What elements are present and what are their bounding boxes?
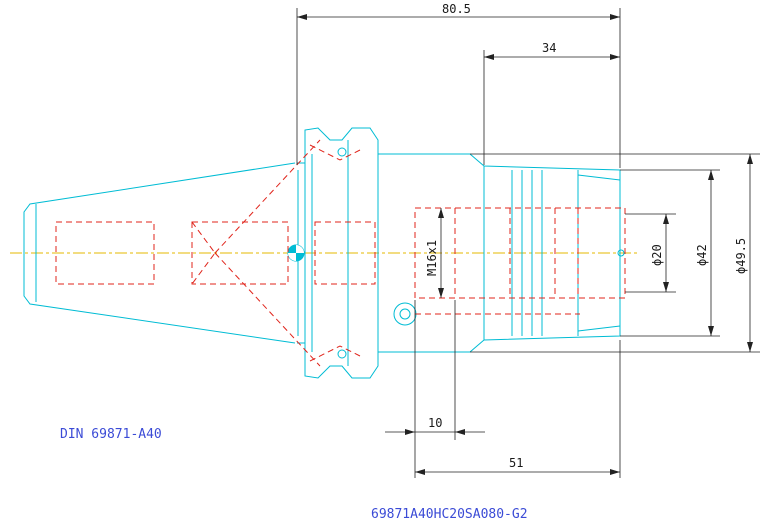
- hidden-features: [55, 139, 626, 367]
- standard-label: DIN 69871-A40: [60, 427, 162, 442]
- dim-max-dia: ϕ49.5: [734, 238, 748, 274]
- taper-shank: [23, 162, 296, 344]
- tool-body: [287, 153, 625, 353]
- dim-gauge-offset: 10: [428, 416, 442, 430]
- dim-thread: M16x1: [425, 240, 439, 276]
- dim-nose-length: 34: [542, 41, 556, 55]
- flange: [297, 127, 379, 379]
- dimension-lines: [296, 8, 760, 478]
- dim-body-length: 51: [509, 456, 523, 470]
- dim-bore-dia: ϕ20: [650, 244, 664, 266]
- dim-overall-length: 80.5: [442, 2, 471, 16]
- part-number-label: 69871A40HC20SA080-G2: [371, 507, 528, 522]
- dim-nose-dia: ϕ42: [695, 244, 709, 266]
